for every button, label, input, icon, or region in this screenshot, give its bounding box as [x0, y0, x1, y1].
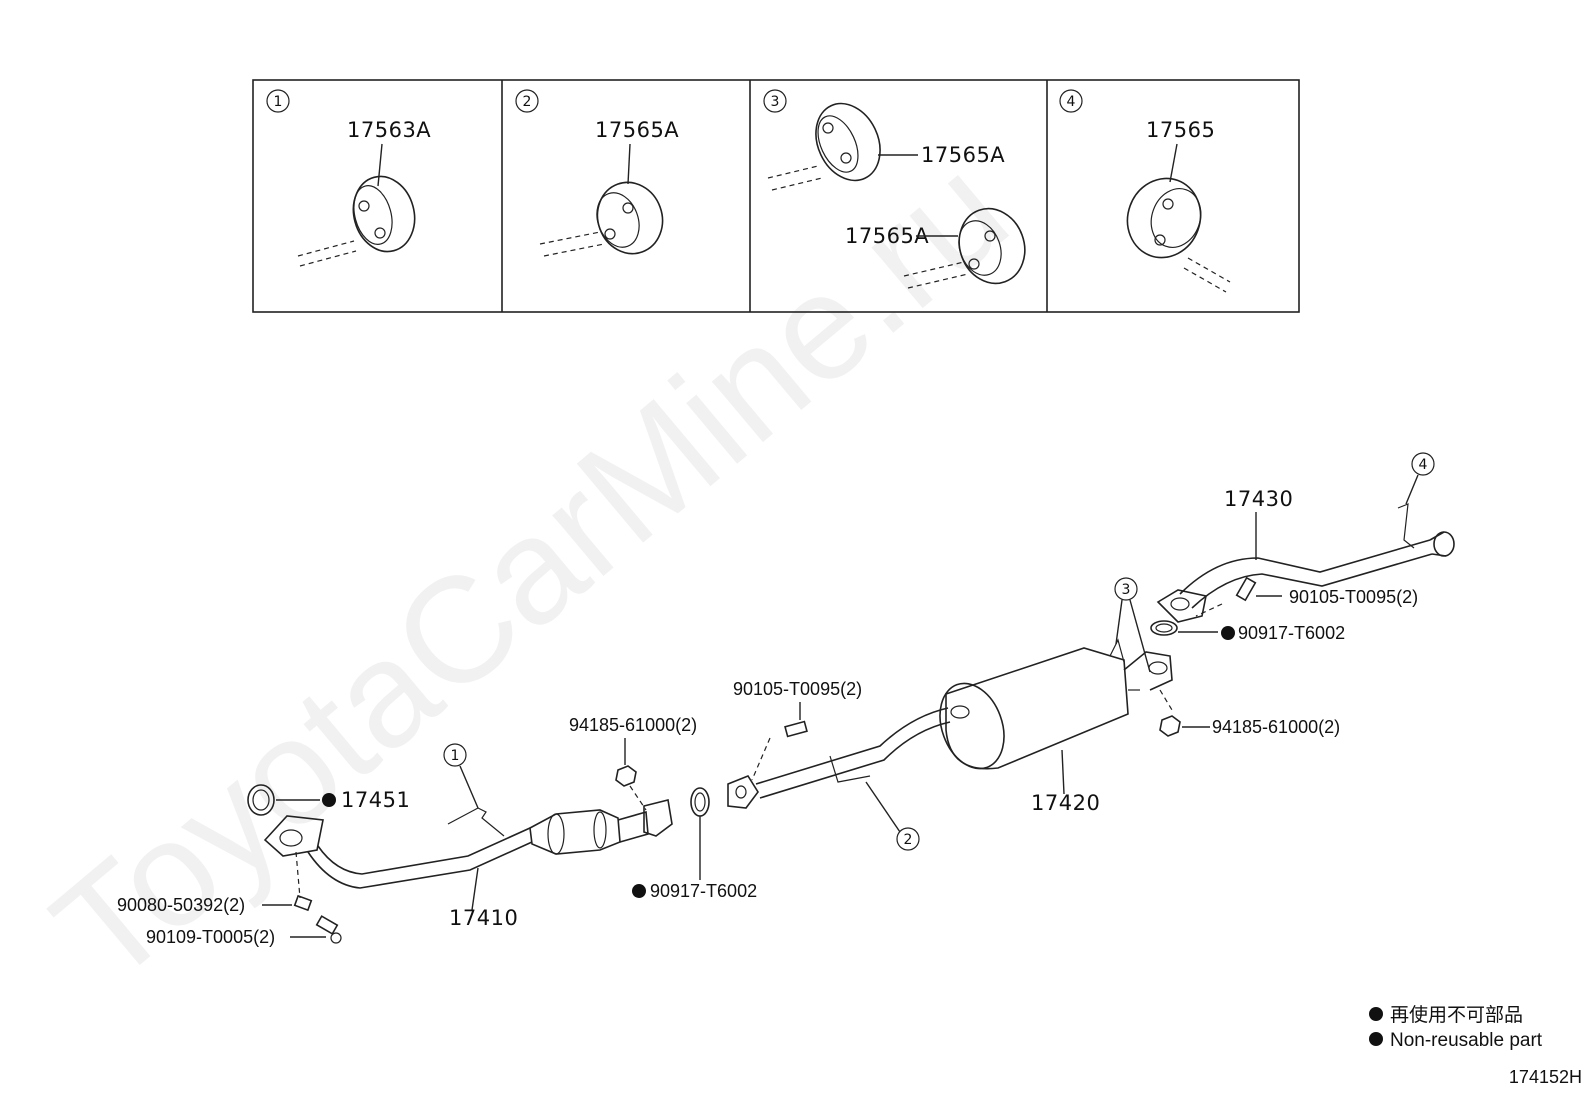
diagram-code: 174152H: [1509, 1067, 1582, 1087]
non-reusable-dot: [1221, 626, 1235, 640]
panel-4-index: 4: [1067, 94, 1076, 110]
panel-3-top-part-label: 17565A: [921, 143, 1005, 167]
hanger-panels: 1 17563A 2 17565A: [252, 79, 1300, 313]
callout-3: 3: [1122, 582, 1131, 598]
tail-pipe: [1156, 503, 1455, 623]
nut-icon: [1159, 715, 1181, 737]
panel-4: 4 17565: [1059, 89, 1231, 293]
tail-gasket: [1150, 620, 1178, 636]
label-94185-61000-tail: 94185-61000(2): [1212, 717, 1340, 737]
label-94185-61000-mid: 94185-61000(2): [569, 715, 697, 735]
panel-4-part-label: 17565: [1146, 118, 1215, 142]
muffler-assembly: [727, 638, 1173, 809]
label-90080-50392: 90080-50392(2): [117, 895, 245, 915]
non-reusable-dot: [632, 884, 646, 898]
label-90105-T0095-mid: 90105-T0095(2): [733, 679, 862, 699]
callout-1: 1: [451, 748, 460, 764]
label-90917-T6002-tail: 90917-T6002: [1238, 623, 1345, 643]
panel-1-part-label: 17563A: [347, 118, 431, 142]
legend: 再使用不可部品 Non-reusable part: [1369, 1004, 1543, 1051]
label-90105-T0095-tail: 90105-T0095(2): [1289, 587, 1418, 607]
panel-2-part-label: 17565A: [595, 118, 679, 142]
nut-icon: [615, 765, 637, 787]
bolt-icon: [1235, 576, 1257, 602]
label-90109-T0005: 90109-T0005(2): [146, 927, 275, 947]
front-pipe: [263, 799, 673, 889]
legend-japanese: 再使用不可部品: [1390, 1004, 1523, 1026]
rubber-hanger-icon: [352, 175, 416, 253]
label-17451: 17451: [341, 788, 410, 812]
callout-4: 4: [1419, 457, 1428, 473]
rubber-hanger-icon: [958, 207, 1026, 285]
panel-2: 2 17565A: [515, 89, 679, 257]
label-90917-T6002-mid: 90917-T6002: [650, 881, 757, 901]
panel-3: 3 17565A 17565A: [763, 89, 1026, 289]
panel-1-index: 1: [274, 94, 283, 110]
legend-english: Non-reusable part: [1390, 1030, 1543, 1051]
non-reusable-dot: [1369, 1007, 1383, 1021]
rubber-hanger-icon: [1126, 177, 1202, 259]
callout-2: 2: [904, 832, 913, 848]
bolt-icon: [784, 720, 808, 738]
non-reusable-dot: [322, 793, 336, 807]
label-17410: 17410: [449, 906, 518, 930]
rubber-hanger-icon: [815, 102, 881, 182]
bolt-icon: [293, 894, 313, 912]
label-17420: 17420: [1031, 791, 1100, 815]
mid-gasket: [690, 787, 710, 817]
panel-3-bottom-part-label: 17565A: [845, 224, 929, 248]
panel-2-index: 2: [523, 94, 532, 110]
exhaust-assembly: 17451 17410 1: [117, 452, 1455, 947]
label-17430: 17430: [1224, 487, 1293, 511]
rubber-hanger-icon: [596, 181, 664, 255]
panel-3-index: 3: [771, 94, 780, 110]
stud-icon: [315, 915, 342, 944]
panel-1: 1 17563A: [266, 89, 431, 267]
watermark: ToyotaCarMine.ru: [23, 125, 1038, 1015]
front-gasket: [247, 784, 275, 816]
non-reusable-dot: [1369, 1032, 1383, 1046]
